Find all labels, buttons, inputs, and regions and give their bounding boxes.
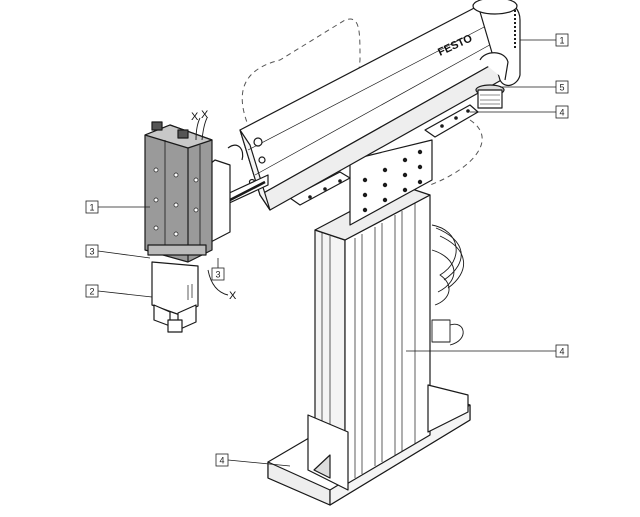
svg-text:3: 3 (215, 270, 220, 280)
clamp-bar-lower (289, 171, 351, 206)
mounting-plate (349, 139, 433, 226)
foot-bracket-left (307, 414, 349, 491)
callout-box: 1 (555, 33, 569, 47)
svg-text:2: 2 (89, 287, 94, 297)
sensor-cables (195, 117, 229, 296)
motion-envelope-right (429, 119, 483, 186)
svg-text:1: 1 (559, 36, 564, 46)
callout-box: 4 (555, 344, 569, 358)
cable-bundle (431, 224, 464, 346)
callout-box: 2 (85, 284, 99, 298)
svg-text:1: 1 (89, 203, 94, 213)
swivel-fitting (475, 84, 505, 109)
gripper-fingers (151, 261, 199, 333)
wire-marker-bottom: X (229, 290, 237, 302)
callout-box: 4 (555, 105, 569, 119)
gripper-body (144, 121, 213, 263)
wire-marker-top-right: X (201, 109, 209, 121)
motion-envelope (241, 18, 361, 131)
callout-box: 3 (85, 244, 99, 258)
callout-box: 3 (211, 267, 225, 281)
callout-box: 1 (85, 200, 99, 214)
drive-end-cap (472, 0, 521, 87)
svg-text:4: 4 (219, 456, 224, 466)
svg-text:4: 4 (559, 347, 564, 357)
svg-text:4: 4 (559, 108, 564, 118)
horizontal-axis-beam (239, 4, 506, 211)
callout-box: 4 (215, 453, 229, 467)
wire-marker-top-left: X (191, 111, 199, 123)
foot-bracket-right (427, 384, 469, 433)
svg-text:5: 5 (559, 83, 564, 93)
callout-leaders (97, 39, 556, 467)
svg-text:3: 3 (89, 247, 94, 257)
callout-box: 5 (555, 80, 569, 94)
